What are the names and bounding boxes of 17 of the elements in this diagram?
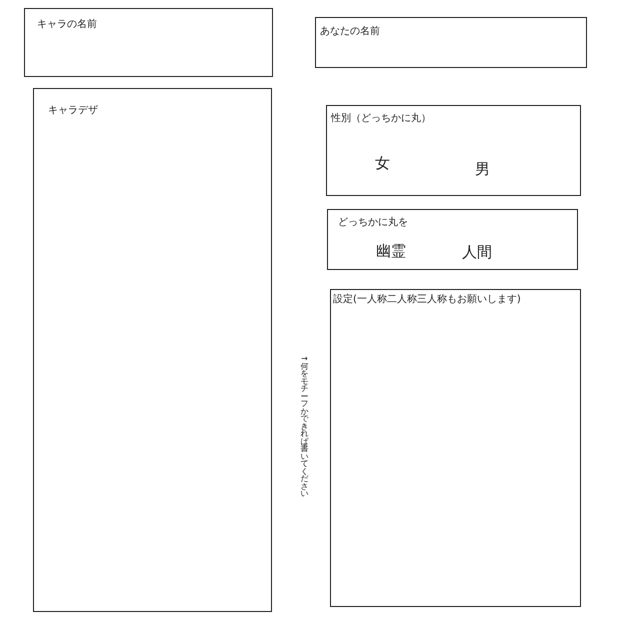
notes-area (330, 289, 581, 607)
field-label: どっちかに丸を (338, 216, 408, 229)
field-label: 設定(一人称二人称三人称もお願いします) (333, 292, 521, 306)
name-field (315, 17, 587, 68)
field-label: あなたの名前 (320, 25, 380, 38)
option-text: 人間 (462, 243, 492, 262)
choice-box (326, 105, 581, 196)
name-field (24, 8, 273, 77)
option-text: 男 (475, 160, 490, 179)
option-text: 幽霊 (376, 242, 406, 261)
design-area (33, 88, 272, 612)
field-label: キャラの名前 (37, 18, 97, 31)
choice-box (327, 209, 578, 270)
option-text: 女 (375, 154, 390, 173)
note-text: →何をモチーフかできれば書いてください (300, 355, 309, 498)
field-label: 性別（どっちかに丸） (331, 112, 431, 125)
field-label: キャラデザ (48, 104, 98, 117)
